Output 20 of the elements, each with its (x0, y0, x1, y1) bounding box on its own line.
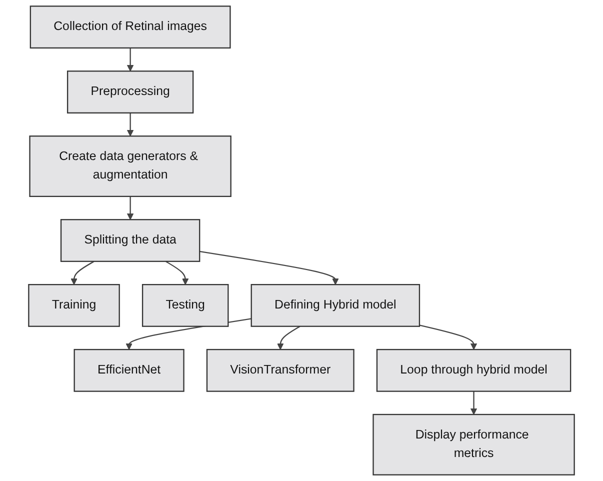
node-box: Testing (142, 284, 229, 327)
node-box: Display performance metrics (372, 414, 575, 476)
arrow (470, 391, 478, 415)
arrow (419, 324, 478, 350)
node-box: Preprocessing (66, 70, 194, 114)
node-box: Collection of Retinal images (30, 6, 231, 49)
arrow (126, 48, 134, 72)
node-box: VisionTransformer (206, 348, 354, 392)
node-box: EfficientNet (74, 348, 184, 392)
node-box: Defining Hybrid model (250, 284, 420, 327)
node-box: Loop through hybrid model (376, 348, 572, 392)
arrow (200, 250, 339, 285)
node-box: Splitting the data (60, 219, 200, 262)
arrow (276, 326, 300, 350)
arrow (165, 260, 189, 285)
node-box: Create data generators & augmentation (29, 136, 232, 197)
node-box: Training (28, 284, 120, 327)
arrow (126, 196, 134, 220)
arrow (126, 112, 134, 136)
arrow (70, 260, 94, 285)
